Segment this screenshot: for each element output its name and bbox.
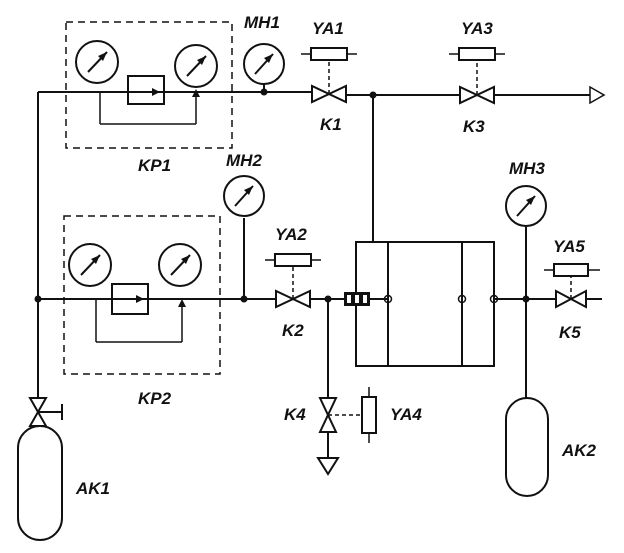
- solenoid-ya3: [449, 47, 505, 61]
- label-kp2: KP2: [138, 389, 172, 408]
- label-ak2: AK2: [562, 441, 597, 460]
- label-k1: K1: [320, 115, 342, 134]
- receiver-ak1: [17, 425, 63, 541]
- label-ak1: AK1: [76, 479, 111, 498]
- label-ya2: YA2: [275, 225, 307, 244]
- label-mh2: MH2: [226, 151, 262, 170]
- valve-k5[interactable]: [555, 276, 587, 309]
- valve-k3[interactable]: [459, 60, 495, 105]
- gauge-mh2: [223, 175, 265, 217]
- label-mh3: MH3: [509, 159, 545, 178]
- label-ya3: YA3: [461, 19, 493, 38]
- valve-ak1-manual[interactable]: [28, 397, 63, 427]
- solenoid-ya1: [301, 47, 357, 61]
- label-ya4: YA4: [390, 405, 422, 424]
- receiver-ak2: [505, 397, 549, 497]
- regulator-kp2: [63, 215, 221, 375]
- pipelines: [34, 84, 602, 458]
- label-kp1: KP1: [138, 156, 172, 175]
- label-ya5: YA5: [553, 237, 585, 256]
- label-k2: K2: [282, 321, 304, 340]
- solenoid-ya4: [361, 387, 377, 443]
- valve-k4[interactable]: [318, 397, 362, 433]
- label-ya1: YA1: [312, 19, 344, 38]
- pneumatic-cylinder: [344, 241, 499, 367]
- label-k4: K4: [284, 405, 306, 424]
- regulator-kp1: [65, 21, 233, 149]
- exhaust-outlet-icon: [589, 85, 606, 105]
- label-mh1: MH1: [244, 13, 280, 32]
- gauge-mh3: [505, 185, 547, 227]
- valve-k2[interactable]: [275, 266, 311, 309]
- gauge-mh1: [243, 43, 285, 85]
- label-k3: K3: [463, 117, 485, 136]
- label-k5: K5: [559, 323, 581, 342]
- valve-k1[interactable]: [311, 60, 347, 104]
- exhaust-k4-icon: [316, 457, 340, 476]
- solenoid-ya2: [265, 253, 321, 267]
- solenoid-ya5: [544, 263, 600, 277]
